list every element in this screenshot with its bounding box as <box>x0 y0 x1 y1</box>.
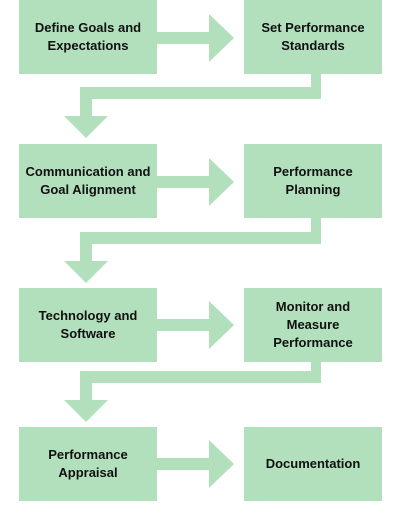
arrow-connector-2 <box>64 218 321 283</box>
step-communication: Communication and Goal Alignment <box>19 144 157 218</box>
arrow-right-3 <box>157 301 234 349</box>
step-label: Define Goals and Expectations <box>34 20 142 53</box>
step-performance-appraisal: Performance Appraisal <box>19 427 157 501</box>
arrow-connector-1 <box>64 74 321 138</box>
arrow-right-2 <box>157 158 234 206</box>
arrow-right-4 <box>157 440 234 488</box>
step-label: Communication and Goal Alignment <box>25 164 151 197</box>
step-label: Technology and Software <box>38 308 138 341</box>
step-label: Performance Planning <box>273 164 353 197</box>
step-set-performance-standards: Set Performance Standards <box>244 0 382 74</box>
step-monitor-measure: Monitor and Measure Performance <box>244 288 382 362</box>
step-label: Monitor and Measure Performance <box>273 299 353 350</box>
step-documentation: Documentation <box>244 427 382 501</box>
step-label: Performance Appraisal <box>48 447 128 480</box>
step-performance-planning: Performance Planning <box>244 144 382 218</box>
step-label: Documentation <box>265 456 361 471</box>
arrow-right-1 <box>157 14 234 62</box>
step-label: Set Performance Standards <box>261 20 365 53</box>
arrow-connector-3 <box>64 362 321 422</box>
step-technology: Technology and Software <box>19 288 157 362</box>
step-define-goals: Define Goals and Expectations <box>19 0 157 74</box>
